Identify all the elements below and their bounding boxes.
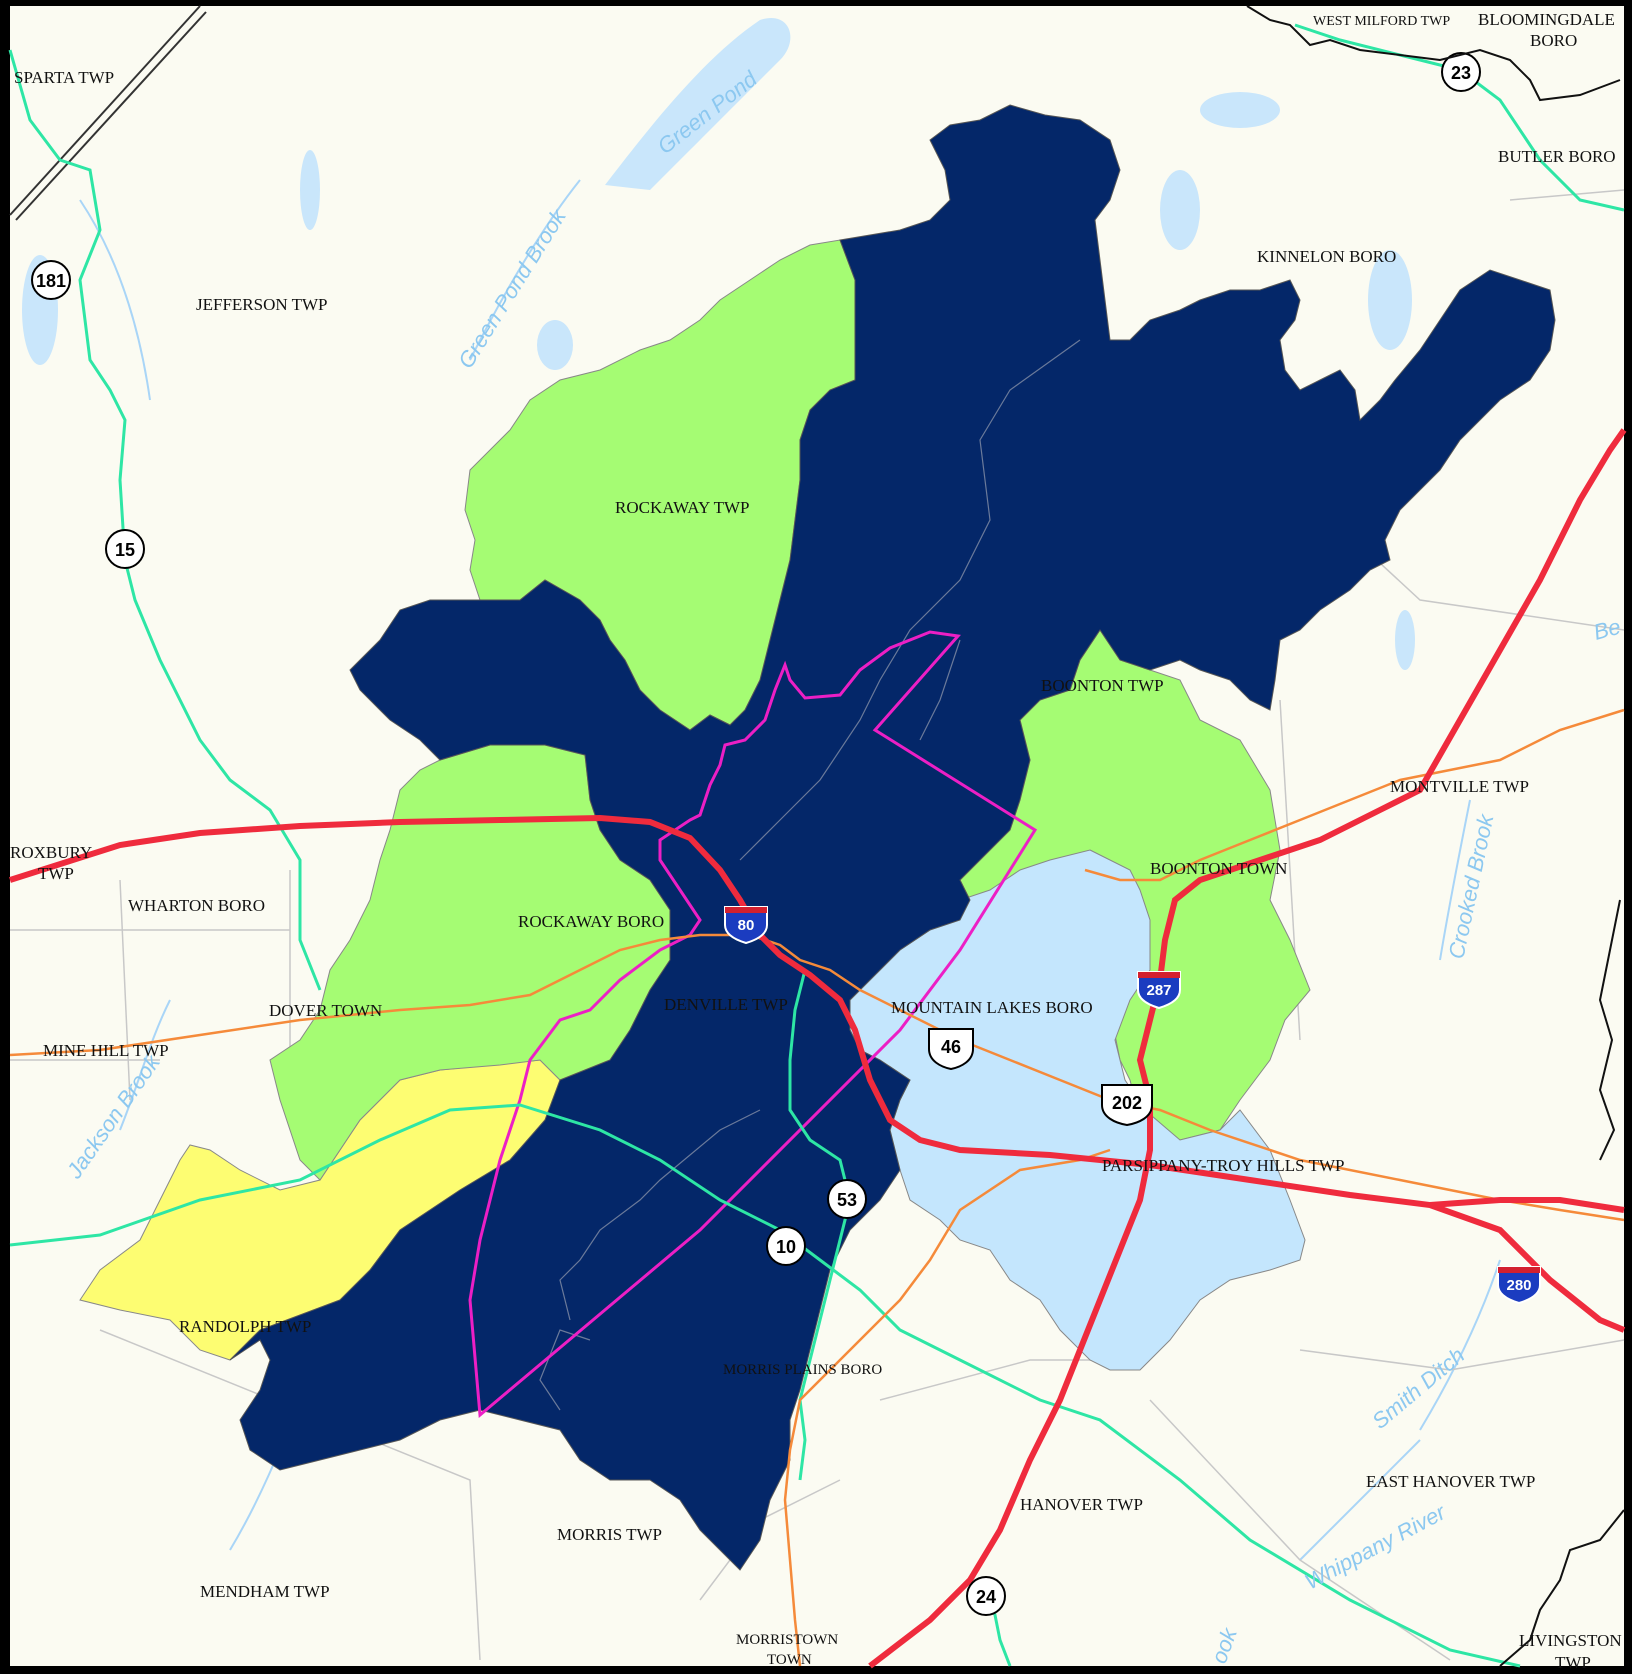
label-morristown: MORRISTOWN <box>736 1632 838 1648</box>
local-road <box>739 339 1081 861</box>
label-boonton-twp: BOONTON TWP <box>1041 676 1164 695</box>
lake-6 <box>537 320 573 370</box>
stream <box>1419 1259 1501 1431</box>
state-route-shields: 181 15 23 53 10 24 <box>31 52 1481 1616</box>
water-bodies <box>22 18 1415 670</box>
label-morris-twp: MORRIS TWP <box>557 1525 662 1544</box>
i280-number: 280 <box>1506 1277 1531 1294</box>
route-181-shield: 181 <box>31 260 71 300</box>
route-15-shield: 15 <box>105 529 145 569</box>
route-202-south <box>783 1148 1111 1667</box>
i80-line <box>9 814 1626 1333</box>
label-mine-hill-twp: MINE HILL TWP <box>43 1041 169 1060</box>
label-morristown-town: TOWN <box>767 1652 812 1668</box>
label-wharton-boro: WHARTON BORO <box>128 896 265 915</box>
us-highways <box>9 708 1625 1667</box>
i280-shield: 280 <box>1497 1266 1541 1305</box>
route-15-number: 15 <box>115 540 135 560</box>
lake-7 <box>1395 610 1415 670</box>
label-livingston-twp: TWP <box>1555 1653 1591 1672</box>
lake-3 <box>300 150 320 230</box>
label-parsippany-troy-hills-twp: PARSIPPANY-TROY HILLS TWP <box>1102 1156 1344 1175</box>
route-10-shield: 10 <box>766 1226 806 1266</box>
municipality-labels: SPARTA TWP JEFFERSON TWP ROCKAWAY TWP KI… <box>10 10 1622 1672</box>
lake-1 <box>1200 92 1280 128</box>
region-dark-navy <box>229 104 1556 1571</box>
route-46-shield: 46 <box>928 1028 974 1071</box>
route-23-shield: 23 <box>1441 52 1481 92</box>
railroad-track <box>9 5 201 216</box>
label-rockaway-twp: ROCKAWAY TWP <box>615 498 750 517</box>
label-sparta-twp: SPARTA TWP <box>14 68 114 87</box>
label-west-milford-twp: WEST MILFORD TWP <box>1313 14 1450 29</box>
label-roxbury-twp: TWP <box>38 864 74 883</box>
overlay-boundary <box>468 630 1038 1419</box>
route-53-shield: 53 <box>827 1179 867 1219</box>
stream <box>1299 1439 1421 1561</box>
route-181-number: 181 <box>36 271 66 291</box>
label-butler-boro: BUTLER BORO <box>1498 147 1616 166</box>
label-mountain-lakes-boro: MOUNTAIN LAKES BORO <box>891 998 1093 1017</box>
route-202-number: 202 <box>1112 1093 1142 1113</box>
us-route-shields: 46 202 <box>928 1028 1153 1127</box>
label-bloomingdale: BLOOMINGDALE <box>1478 10 1615 29</box>
boundary-line <box>1299 1339 1625 1371</box>
i287-number: 287 <box>1146 982 1171 999</box>
label-denville-twp: DENVILLE TWP <box>664 995 788 1014</box>
label-morris-plains-boro: MORRIS PLAINS BORO <box>723 1362 882 1378</box>
label-mendham-twp: MENDHAM TWP <box>200 1582 330 1601</box>
stream <box>469 179 581 361</box>
railroad-track <box>15 11 207 221</box>
label-rockaway-boro: ROCKAWAY BORO <box>518 912 664 931</box>
label-bloomingdale-boro: BORO <box>1530 31 1577 50</box>
interstate-shields: 80 287 280 <box>724 906 1541 1305</box>
boundary-line <box>1509 189 1625 201</box>
label-boonton-town: BOONTON TOWN <box>1150 859 1287 878</box>
i80-shield: 80 <box>724 906 768 945</box>
county-boundary <box>1499 1509 1625 1667</box>
railroad <box>9 5 207 221</box>
route-202-shield: 202 <box>1101 1084 1153 1127</box>
local-road <box>559 1109 761 1321</box>
route-10-number: 10 <box>776 1237 796 1257</box>
route-53-number: 53 <box>837 1190 857 1210</box>
stream <box>119 999 171 1131</box>
label-roxbury: ROXBURY <box>10 843 92 862</box>
label-randolph-twp: RANDOLPH TWP <box>179 1317 311 1336</box>
boundary-line <box>99 1329 481 1661</box>
route-46-number: 46 <box>941 1037 961 1057</box>
label-montville-twp: MONTVILLE TWP <box>1390 777 1529 796</box>
stream <box>1439 799 1471 961</box>
county-boundary <box>1246 5 1621 102</box>
boundary-line <box>119 879 131 1101</box>
lake-5 <box>1160 170 1200 250</box>
label-livingston: LIVINGSTON <box>1519 1631 1622 1650</box>
label-hanover-twp: HANOVER TWP <box>1020 1495 1143 1514</box>
label-east-hanover-twp: EAST HANOVER TWP <box>1366 1472 1535 1491</box>
route-202-line <box>1084 708 1625 882</box>
route-24-shield: 24 <box>966 1576 1006 1616</box>
route-46-line <box>9 933 1625 1222</box>
county-boundary <box>1598 899 1621 1161</box>
route-53-line <box>788 969 852 1481</box>
i80-number: 80 <box>738 917 755 934</box>
route-15-line <box>8 49 322 991</box>
label-kinnelon-boro: KINNELON BORO <box>1257 247 1396 266</box>
label-jefferson-twp: JEFFERSON TWP <box>196 295 327 314</box>
route-23-line <box>1294 23 1625 212</box>
label-dover-town: DOVER TOWN <box>269 1001 382 1020</box>
route-23-number: 23 <box>1451 63 1471 83</box>
local-road <box>919 639 961 741</box>
route-24-number: 24 <box>976 1587 996 1607</box>
stream <box>79 199 151 401</box>
lake-2 <box>1368 250 1412 350</box>
i80-east-branch <box>1429 1197 1625 1213</box>
green-pond-lake <box>605 18 791 190</box>
i287-shield: 287 <box>1137 971 1181 1010</box>
